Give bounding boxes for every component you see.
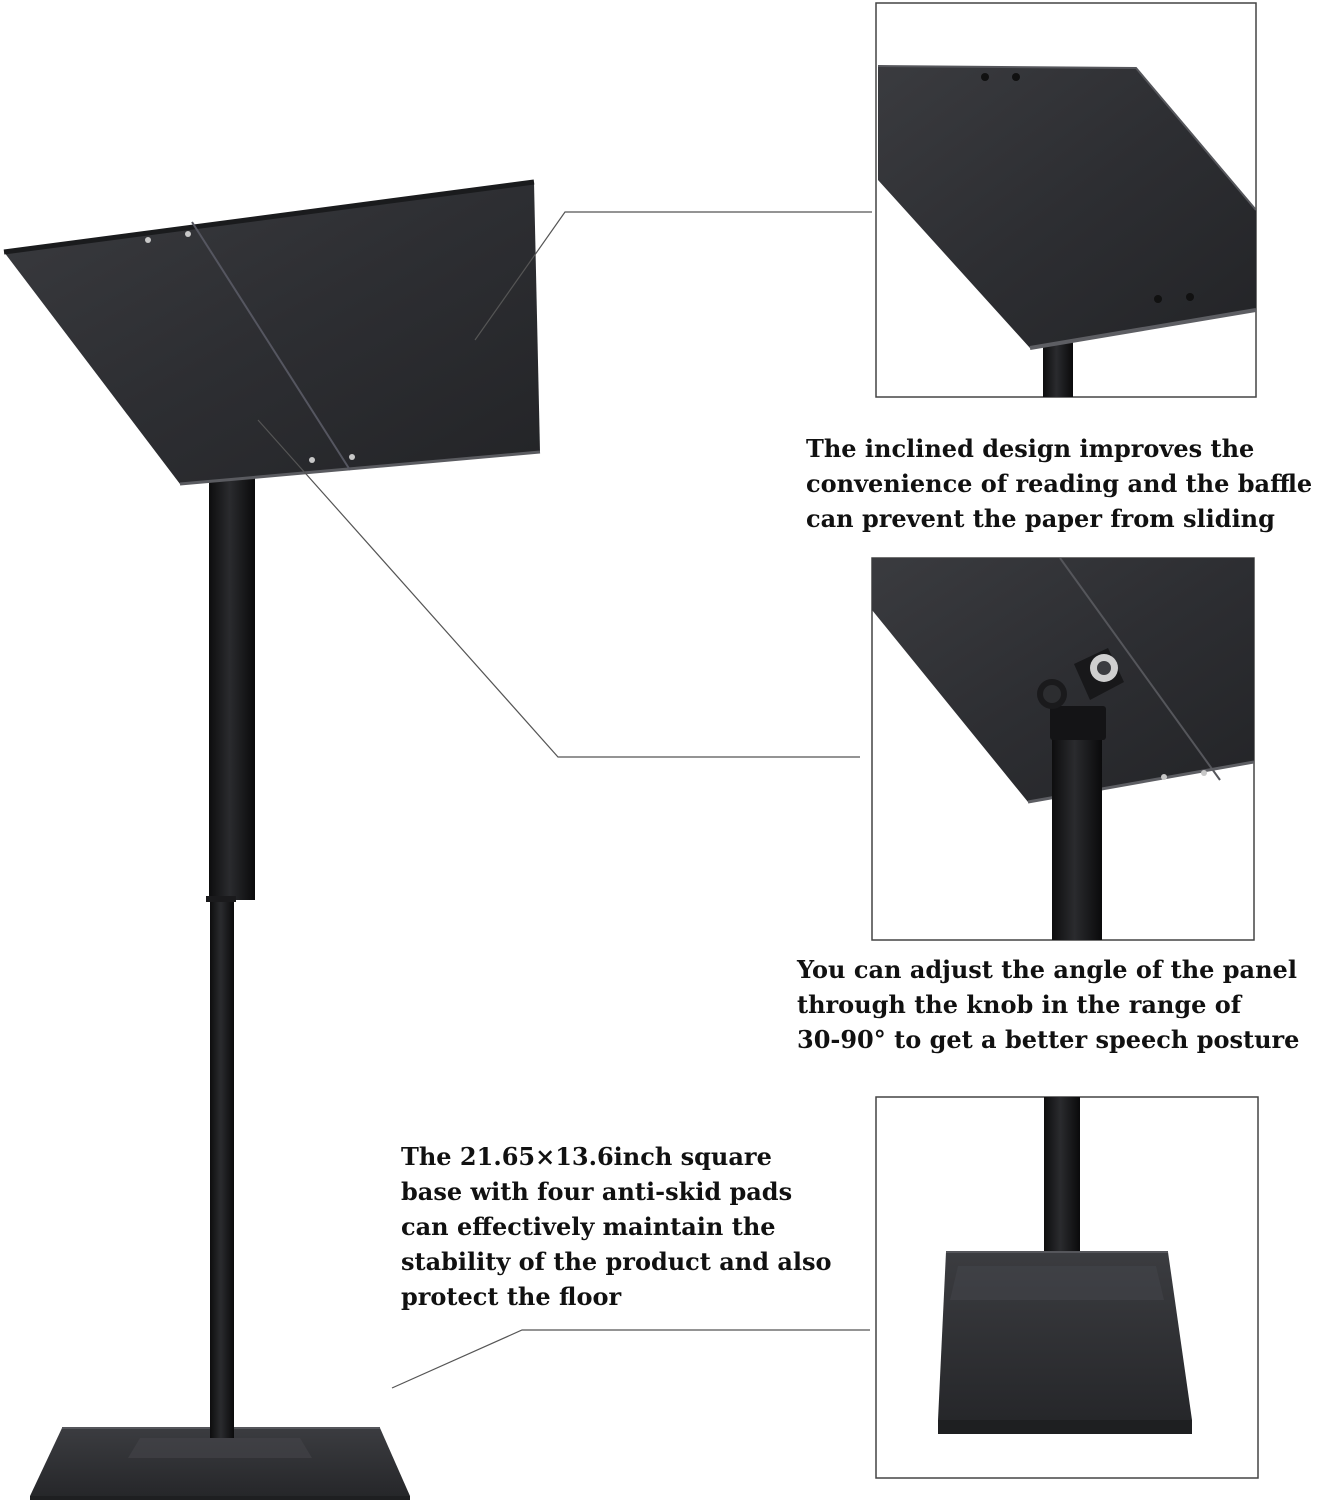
caption-base-stability: The 21.65×13.6inch square base with four… xyxy=(401,1139,851,1314)
main-lectern xyxy=(3,179,541,1500)
caption-line: through the knob in the range of xyxy=(797,990,1242,1019)
caption-line: stability of the product and also xyxy=(401,1247,832,1276)
callout-lines xyxy=(257,211,872,1389)
reading-panel xyxy=(3,179,541,486)
callout-line-knob xyxy=(257,419,860,758)
caption-line: The inclined design improves the xyxy=(806,434,1255,463)
inset-knob-closeup xyxy=(871,557,1255,941)
lectern-pole xyxy=(206,428,255,1438)
caption-line: You can adjust the angle of the panel xyxy=(797,955,1297,984)
caption-line: 30-90° to get a better speech posture xyxy=(797,1025,1300,1054)
inset-panel-closeup xyxy=(875,2,1257,398)
inset-base-closeup xyxy=(875,1096,1259,1479)
lectern-base xyxy=(30,1427,410,1500)
callout-line-base xyxy=(391,1329,870,1389)
caption-line: The 21.65×13.6inch square xyxy=(401,1142,772,1171)
callout-line-panel xyxy=(474,211,872,341)
caption-line: can prevent the paper from sliding xyxy=(806,504,1275,533)
caption-line: protect the floor xyxy=(401,1282,622,1311)
caption-line: base with four anti-skid pads xyxy=(401,1177,793,1206)
caption-line: convenience of reading and the baffle xyxy=(806,469,1313,498)
caption-angle-adjust: You can adjust the angle of the panel th… xyxy=(797,952,1327,1057)
caption-panel-design: The inclined design improves the conveni… xyxy=(806,431,1326,536)
caption-line: can effectively maintain the xyxy=(401,1212,776,1241)
